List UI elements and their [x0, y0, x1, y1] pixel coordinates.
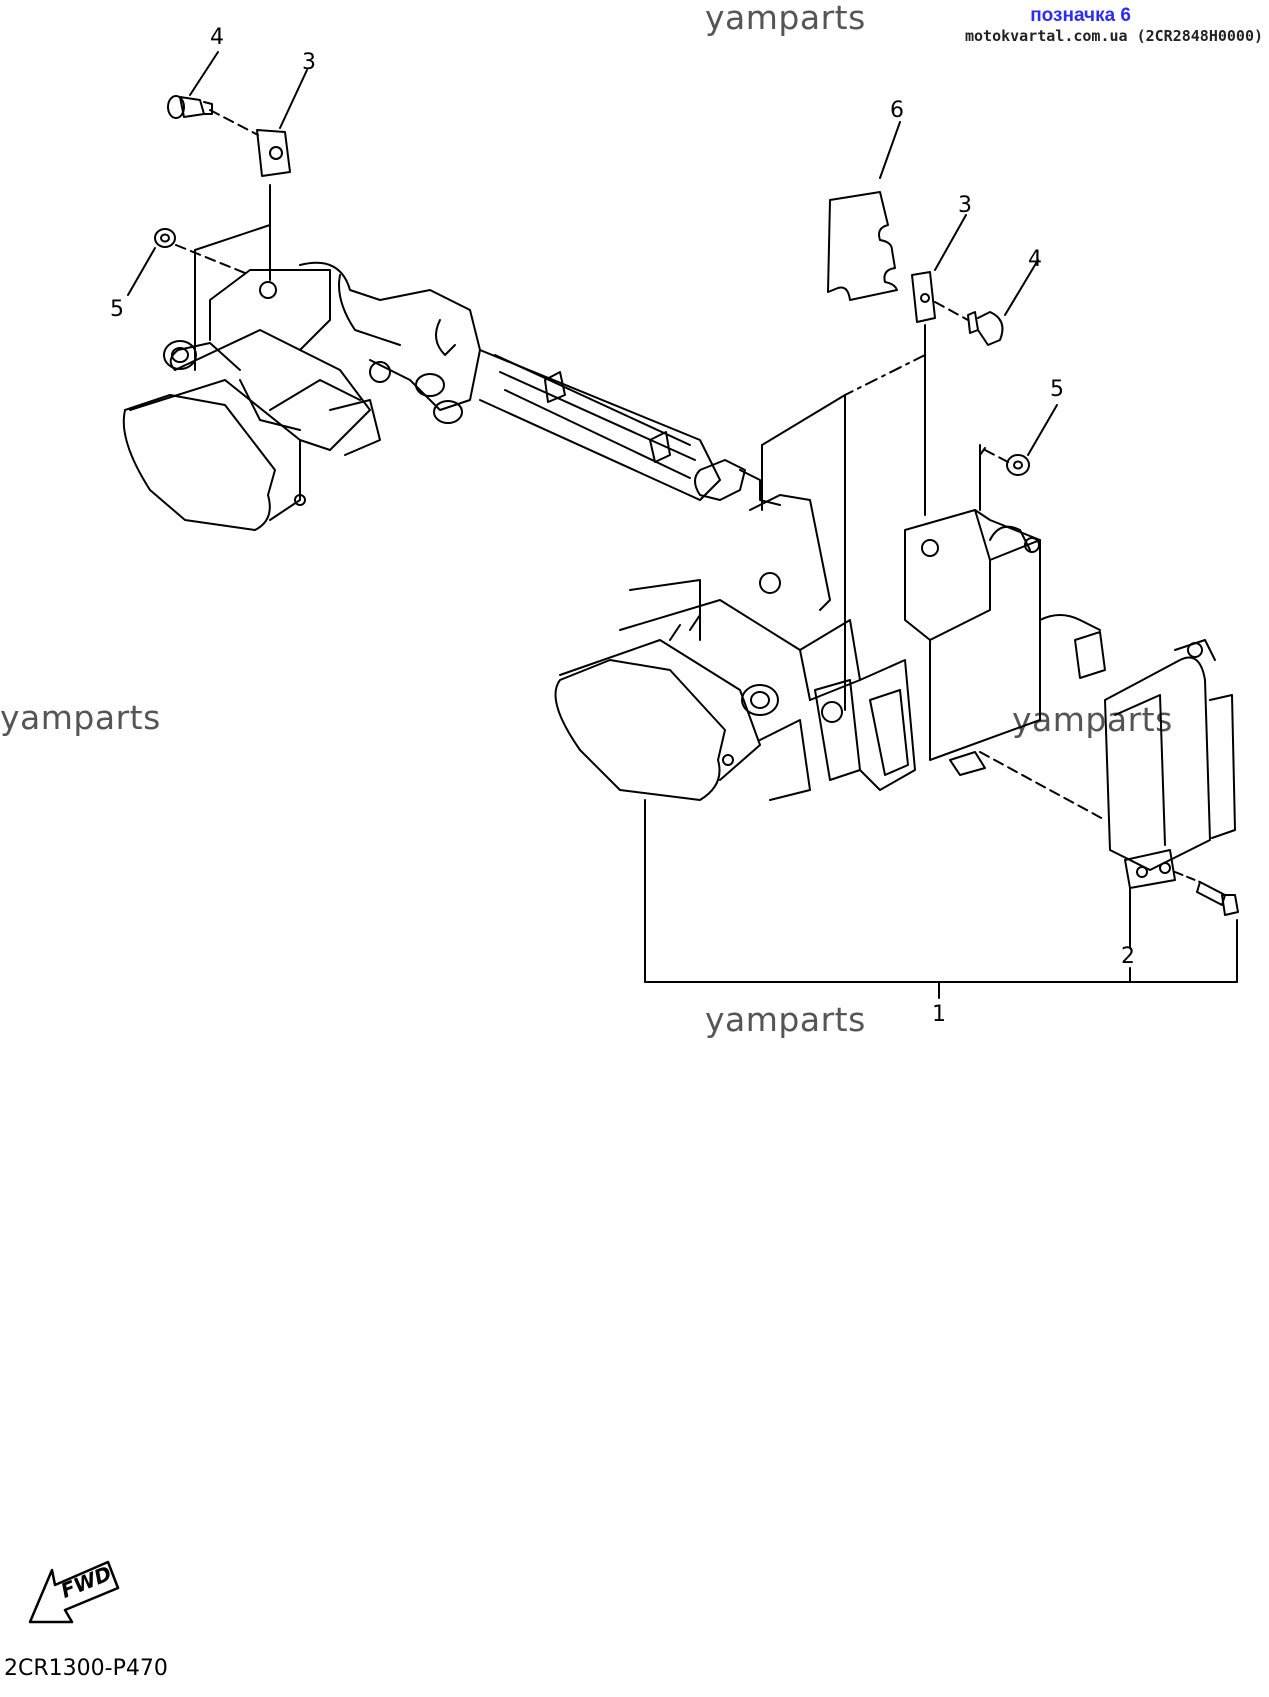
- headlight-right-icon: [554, 579, 861, 801]
- part-number-2: 2: [1121, 944, 1135, 969]
- clip-nut-upper-right-icon: [911, 271, 936, 323]
- part-number-5-upper: 5: [110, 297, 124, 322]
- part-number-4-upper: 4: [210, 25, 224, 50]
- part-number-4-right: 4: [1028, 247, 1042, 272]
- screw-lower-right-icon: [1196, 881, 1239, 916]
- source-reference: motokvartal.com.ua (2CR2848H0000): [964, 27, 1263, 45]
- washer-upper-left-icon: [154, 228, 176, 248]
- bracket-stay-icon: [299, 261, 781, 506]
- part-number-6: 6: [890, 98, 904, 123]
- control-box-icon: [904, 509, 1106, 776]
- mount-plate-icon: [749, 494, 916, 791]
- cover-plate-icon: [827, 191, 898, 301]
- bolt-upper-left-icon: [167, 95, 213, 119]
- washer-right-icon: [1006, 454, 1030, 476]
- diagram-code: 2CR1300-P470: [4, 1656, 168, 1681]
- headlight-left-icon: [122, 269, 381, 531]
- watermark-top: yamparts: [705, 0, 866, 37]
- part-number-5-right: 5: [1050, 377, 1064, 402]
- diagram-mark-label: позначка 6: [1030, 5, 1131, 26]
- part-number-3-upper: 3: [302, 50, 316, 75]
- part-number-1: 1: [932, 1002, 946, 1027]
- regulator-unit-icon: [1104, 639, 1236, 889]
- watermark-left: yamparts: [0, 698, 161, 737]
- fwd-arrow-icon: [28, 1560, 120, 1624]
- part-number-3-right: 3: [958, 193, 972, 218]
- clip-nut-upper-left-icon: [256, 129, 291, 177]
- bolt-upper-right-icon: [967, 311, 1004, 346]
- watermark-bottom: yamparts: [705, 1000, 866, 1039]
